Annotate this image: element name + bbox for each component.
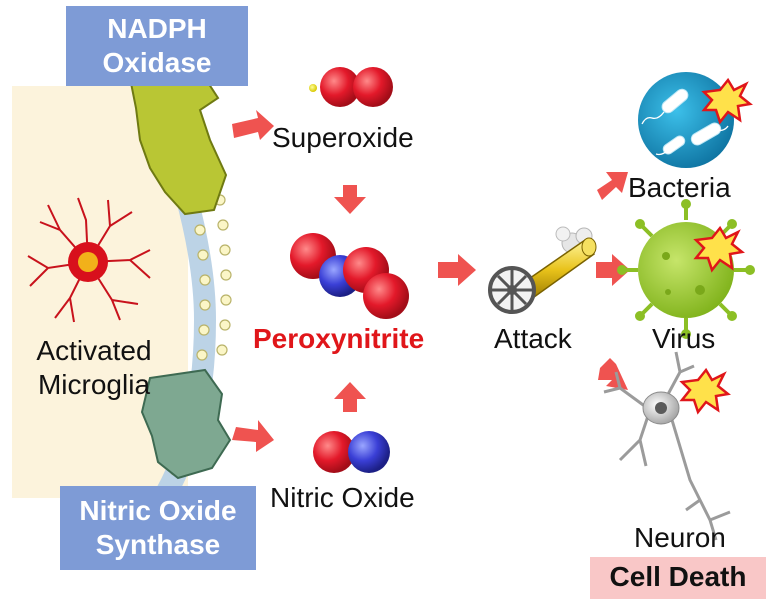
arrow-to-bacteria [597, 172, 628, 200]
neuron-icon [603, 351, 731, 541]
attack-label: Attack [494, 323, 572, 354]
arrow-to-neuron [598, 358, 628, 390]
superoxide-molecule-icon [309, 67, 393, 107]
nadph-oxidase-line2: Oxidase [102, 47, 212, 78]
virus-explosion-icon [693, 225, 745, 273]
microglia-label-line2: Microglia [37, 369, 151, 400]
nos-protein [140, 368, 232, 480]
virus-label: Virus [652, 323, 716, 354]
neuron-explosion-icon [679, 367, 731, 415]
arrow-nos-to-nitricoxide [232, 420, 274, 452]
arrow-to-virus [596, 254, 630, 286]
nadph-oxidase-line1: NADPH [107, 13, 207, 44]
microglia-label: Activated Microglia [24, 334, 164, 402]
arrow-nadph-to-superoxide [232, 110, 274, 140]
arrow-superoxide-down [334, 185, 366, 214]
virus-icon [617, 199, 755, 339]
cell-death-box: Cell Death [590, 557, 766, 599]
nadph-oxidase-protein [128, 77, 228, 216]
nitric-oxide-label: Nitric Oxide [270, 482, 415, 513]
microglia-nucleus-icon [78, 252, 98, 272]
neuron-label: Neuron [634, 522, 726, 553]
bacteria-explosion-icon [701, 77, 753, 125]
cannon-icon [488, 226, 597, 314]
arrow-to-attack [438, 254, 476, 286]
microglia-label-line1: Activated [36, 335, 152, 366]
nos-line2: Synthase [95, 529, 221, 560]
nitric-oxide-molecule-icon [313, 431, 390, 473]
nos-box: Nitric Oxide Synthase [60, 486, 256, 570]
arrow-nitricoxide-up [334, 382, 366, 412]
nos-line1: Nitric Oxide [79, 495, 237, 526]
nadph-oxidase-box: NADPH Oxidase [66, 6, 248, 86]
superoxide-label: Superoxide [272, 122, 414, 153]
bacteria-label: Bacteria [628, 172, 731, 203]
neuron-nucleus-icon [655, 402, 667, 414]
pathway-arrows [232, 110, 630, 452]
peroxynitrite-molecule-icon [290, 233, 409, 319]
peroxynitrite-label: Peroxynitrite [253, 323, 425, 354]
bacteria-icon [638, 72, 753, 168]
